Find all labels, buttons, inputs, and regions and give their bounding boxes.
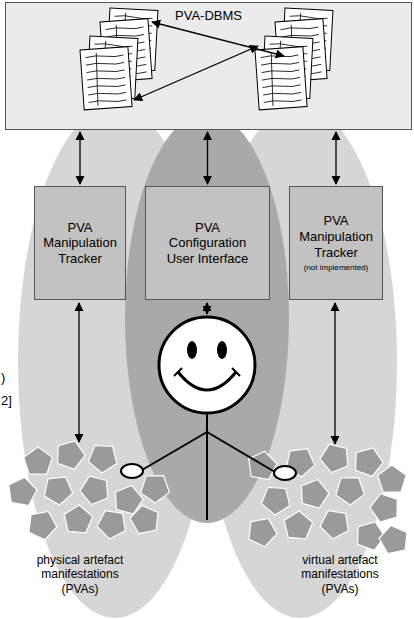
box-title: PVA Manipulation Tracker (38, 220, 122, 267)
cut-off-text: 2] (1, 393, 21, 409)
physical-caption: physical artefact manifestations (PVAs) (28, 553, 132, 596)
configuration-region (125, 113, 289, 523)
record-stacks (80, 8, 333, 110)
dbms-panel (5, 2, 412, 130)
double-arrow (79, 132, 80, 184)
box-note: (not implemented) (304, 263, 368, 273)
box-title: PVA Configuration User Interface (162, 220, 254, 267)
cut-off-text: ) (1, 370, 21, 386)
virtual-caption: virtual artefact manifestations (PVAs) (286, 553, 394, 596)
box-title: PVA-DBMS (175, 8, 242, 24)
component-box: PVA Manipulation Tracker (not implemented… (289, 186, 383, 300)
box-title: PVA Manipulation Tracker (293, 213, 379, 260)
double-arrow (207, 132, 208, 184)
double-arrow (335, 132, 336, 184)
link-arrow (152, 22, 284, 56)
component-box: PVA Configuration User Interface (145, 186, 270, 300)
manipulation-arrow (334, 303, 335, 444)
smiley-user (121, 317, 296, 520)
component-box: PVA Manipulation Tracker (34, 186, 126, 300)
manipulation-arrow (78, 303, 79, 442)
link-arrow (134, 46, 258, 100)
database-box: PVA-DBMS (5, 2, 412, 130)
user-arrow (206, 303, 207, 314)
